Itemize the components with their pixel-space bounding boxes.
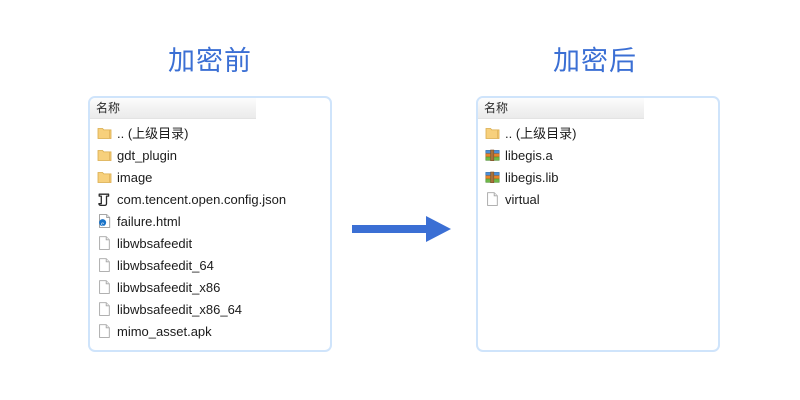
file-row[interactable]: mimo_asset.apk: [90, 320, 330, 342]
file-row[interactable]: libegis.lib: [478, 166, 718, 188]
file-name-label: libwbsafeedit_x86: [117, 279, 221, 295]
file-name-label: image: [117, 169, 153, 185]
archive-file-icon: [485, 169, 500, 185]
file-row[interactable]: .. (上级目录): [478, 122, 718, 144]
file-row[interactable]: libwbsafeedit_x86_64: [90, 298, 330, 320]
file-panel-after-encryption: 名称 .. (上级目录) libegis.a libegis.lib virtual: [476, 96, 720, 352]
file-name-label: mimo_asset.apk: [117, 323, 212, 339]
file-name-label: com.tencent.open.config.json: [117, 191, 287, 207]
file-row[interactable]: virtual: [478, 188, 718, 210]
file-name-label: gdt_plugin: [117, 147, 177, 163]
script-file-icon: [97, 191, 112, 207]
file-name-label: .. (上级目录): [117, 125, 189, 141]
column-header-bar: 名称: [90, 98, 256, 119]
file-name-label: libegis.a: [505, 147, 553, 163]
file-row[interactable]: libegis.a: [478, 144, 718, 166]
file-name-label: libegis.lib: [505, 169, 559, 185]
generic-file-icon: [485, 191, 500, 207]
generic-file-icon: [97, 301, 112, 317]
file-name-label: .. (上级目录): [505, 125, 577, 141]
file-name-label: libwbsafeedit_x86_64: [117, 301, 243, 317]
file-row[interactable]: libwbsafeedit_x86: [90, 276, 330, 298]
folder-icon: [97, 169, 112, 185]
file-row[interactable]: com.tencent.open.config.json: [90, 188, 330, 210]
column-header-name: 名称: [96, 101, 121, 115]
file-row[interactable]: gdt_plugin: [90, 144, 330, 166]
column-header-bar: 名称: [478, 98, 644, 119]
file-row[interactable]: .. (上级目录): [90, 122, 330, 144]
generic-file-icon: [97, 323, 112, 339]
generic-file-icon: [97, 235, 112, 251]
file-name-label: libwbsafeedit: [117, 235, 193, 251]
file-row[interactable]: libwbsafeedit: [90, 232, 330, 254]
file-name-label: failure.html: [117, 213, 181, 229]
folder-icon: [485, 125, 500, 141]
file-row[interactable]: e failure.html: [90, 210, 330, 232]
file-name-label: libwbsafeedit_64: [117, 257, 214, 273]
file-name-label: virtual: [505, 191, 540, 207]
folder-icon: [97, 147, 112, 163]
archive-file-icon: [485, 147, 500, 163]
generic-file-icon: [97, 279, 112, 295]
file-list-after-encryption: .. (上级目录) libegis.a libegis.lib virtual: [478, 119, 718, 210]
folder-icon: [97, 125, 112, 141]
file-row[interactable]: libwbsafeedit_64: [90, 254, 330, 276]
right-arrow-icon: [352, 212, 452, 246]
column-header-name: 名称: [484, 101, 509, 115]
generic-file-icon: [97, 257, 112, 273]
internet-explorer-icon: e: [97, 213, 112, 229]
file-row[interactable]: image: [90, 166, 330, 188]
heading-before-encryption: 加密前: [168, 46, 252, 76]
heading-after-encryption: 加密后: [553, 46, 637, 76]
svg-text:e: e: [101, 220, 104, 227]
